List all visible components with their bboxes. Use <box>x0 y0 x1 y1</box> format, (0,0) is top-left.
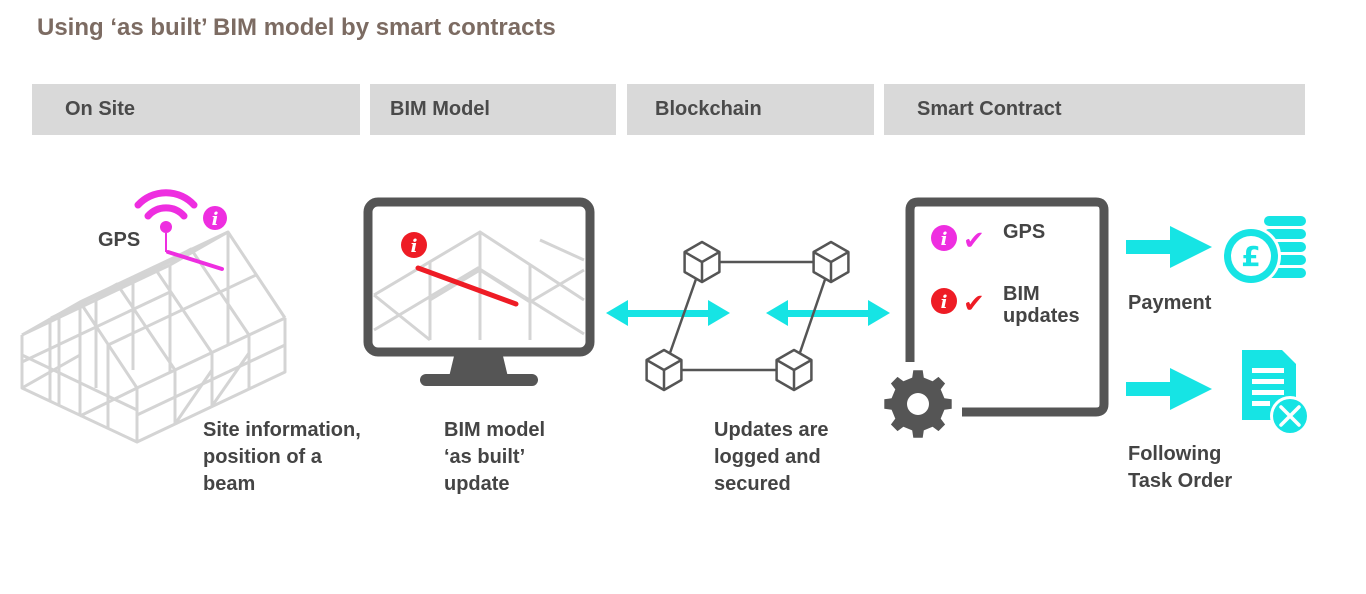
bim-info-icon <box>401 232 427 258</box>
header-blockchain-label: Blockchain <box>655 98 762 120</box>
bidirectional-arrow-left <box>606 300 730 326</box>
coins-icon <box>1221 216 1306 286</box>
site-info-glyph: i <box>212 209 219 230</box>
gear-icon <box>884 370 952 438</box>
chain-caption-line: secured <box>714 473 791 495</box>
blockchain-network-icon <box>662 260 833 372</box>
site-caption-line: Site information, <box>203 419 361 441</box>
site-gps-label: GPS <box>98 229 141 251</box>
site-beam-highlight <box>166 250 224 271</box>
contract-bim-info-glyph: i <box>941 292 948 313</box>
bim-updates-line: updates <box>1003 305 1080 327</box>
block-cube-icon <box>645 240 850 392</box>
site-caption-line: position of a <box>203 446 322 468</box>
task-order-line: Following <box>1128 443 1222 465</box>
header-smart-contract-label: Smart Contract <box>917 98 1062 120</box>
chain-caption-line: logged and <box>714 446 821 468</box>
site-caption: Site information, position of a beam <box>203 417 361 498</box>
task-document-icon <box>1242 350 1310 436</box>
contract-gps-info-icon <box>931 225 957 251</box>
diagram-title: Using ‘as built’ BIM model by smart cont… <box>37 14 556 41</box>
site-caption-line: beam <box>203 473 256 495</box>
gps-check-icon: ✔ <box>963 226 985 256</box>
header-smart-contract: Smart Contract <box>884 84 1305 135</box>
header-bim-model: BIM Model <box>370 84 616 135</box>
contract-gps-info-glyph: i <box>941 229 948 250</box>
contract-bim-updates-label: BIM updates <box>1003 283 1080 327</box>
bim-beam-highlight <box>415 265 519 307</box>
contract-document-frame <box>905 197 1109 417</box>
header-on-site: On Site <box>32 84 360 135</box>
bim-check-icon: ✔ <box>963 289 985 319</box>
bim-caption-line: BIM model <box>444 419 546 441</box>
bim-caption: BIM model ‘as built’ update <box>444 417 545 498</box>
payment-label: Payment <box>1128 292 1212 314</box>
contract-bim-info-icon <box>931 288 957 314</box>
header-blockchain: Blockchain <box>627 84 874 135</box>
task-order-line: Task Order <box>1128 470 1233 492</box>
bim-updates-line: BIM <box>1003 283 1040 305</box>
gps-signal-icon <box>134 189 198 233</box>
gear-hole <box>907 393 929 415</box>
bim-info-glyph: i <box>411 236 418 257</box>
task-order-label: Following Task Order <box>1128 441 1232 495</box>
bim-caption-line: ‘as built’ <box>444 446 526 468</box>
chain-caption-line: Updates are <box>714 419 829 441</box>
header-bim-model-label: BIM Model <box>390 98 490 120</box>
chain-caption: Updates are logged and secured <box>714 417 829 498</box>
site-info-icon <box>203 206 227 230</box>
payment-arrow-icon <box>1126 226 1212 268</box>
pound-symbol: £ <box>1241 240 1260 273</box>
monitor-icon <box>363 197 595 386</box>
building-frame-illustration <box>20 230 287 444</box>
header-on-site-label: On Site <box>65 98 136 120</box>
task-order-arrow-icon <box>1126 368 1212 410</box>
bim-caption-line: update <box>444 473 510 495</box>
bidirectional-arrow-right <box>766 300 890 326</box>
contract-gps-label: GPS <box>1003 221 1046 243</box>
